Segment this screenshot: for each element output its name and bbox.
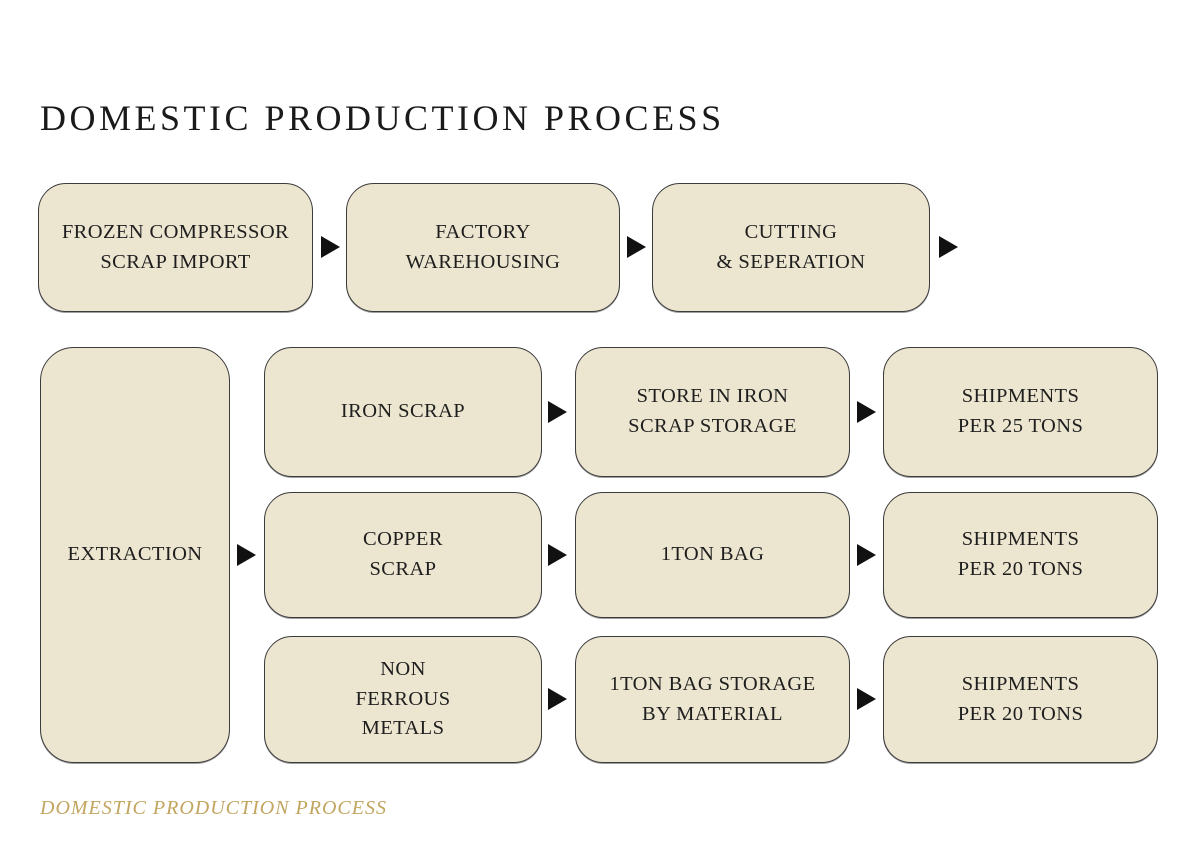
flow-box-label: 1TON BAG STORAGE BY MATERIAL <box>609 672 816 725</box>
flow-box-non-ferrous-metals: NON FERROUS METALS <box>264 636 542 763</box>
arrow-right-icon <box>857 401 876 423</box>
arrow-right-icon <box>857 688 876 710</box>
flow-box-1ton-bag: 1TON BAG <box>575 492 850 618</box>
flow-box-label: SHIPMENTS PER 20 TONS <box>957 528 1084 580</box>
flow-box-label: COPPER SCRAP <box>363 528 443 580</box>
flow-box-label: STORE IN IRON SCRAP STORAGE <box>628 385 797 437</box>
flow-box-label: FACTORY WAREHOUSING <box>405 220 561 273</box>
arrow-right-icon <box>627 236 646 258</box>
flow-box-frozen-compressor-scrap-import: FROZEN COMPRESSOR SCRAP IMPORT <box>38 183 313 312</box>
arrow-right-icon <box>857 544 876 566</box>
arrow-right-icon <box>548 401 567 423</box>
flow-box-shipments-per-20-tons-nonferrous: SHIPMENTS PER 20 TONS <box>883 636 1158 763</box>
footer-caption: DOMESTIC PRODUCTION PROCESS <box>40 797 387 819</box>
flow-box-label: SHIPMENTS PER 20 TONS <box>957 672 1084 725</box>
flow-box-copper-scrap: COPPER SCRAP <box>264 492 542 618</box>
flow-box-store-in-iron-scrap-storage: STORE IN IRON SCRAP STORAGE <box>575 347 850 477</box>
flow-box-factory-warehousing: FACTORY WAREHOUSING <box>346 183 620 312</box>
arrow-right-icon <box>939 236 958 258</box>
flow-box-shipments-per-25-tons: SHIPMENTS PER 25 TONS <box>883 347 1158 477</box>
arrow-right-icon <box>321 236 340 258</box>
arrow-right-icon <box>548 688 567 710</box>
flow-box-label: NON FERROUS METALS <box>355 657 451 740</box>
flow-box-iron-scrap: IRON SCRAP <box>264 347 542 477</box>
flow-box-1ton-bag-storage-by-material: 1TON BAG STORAGE BY MATERIAL <box>575 636 850 763</box>
flow-box-label: CUTTING & SEPERATION <box>716 220 866 273</box>
flow-box-cutting-separation: CUTTING & SEPERATION <box>652 183 930 312</box>
flow-box-label: 1TON BAG <box>660 543 765 566</box>
flow-box-label: SHIPMENTS PER 25 TONS <box>957 385 1084 437</box>
flow-box-label: EXTRACTION <box>67 543 203 566</box>
flow-box-label: FROZEN COMPRESSOR SCRAP IMPORT <box>61 220 290 273</box>
arrow-right-icon <box>548 544 567 566</box>
page-title: DOMESTIC PRODUCTION PROCESS <box>40 98 725 138</box>
flow-box-extraction: EXTRACTION <box>40 347 230 763</box>
flow-box-shipments-per-20-tons-copper: SHIPMENTS PER 20 TONS <box>883 492 1158 618</box>
arrow-right-icon <box>237 544 256 566</box>
flow-box-label: IRON SCRAP <box>340 400 466 423</box>
